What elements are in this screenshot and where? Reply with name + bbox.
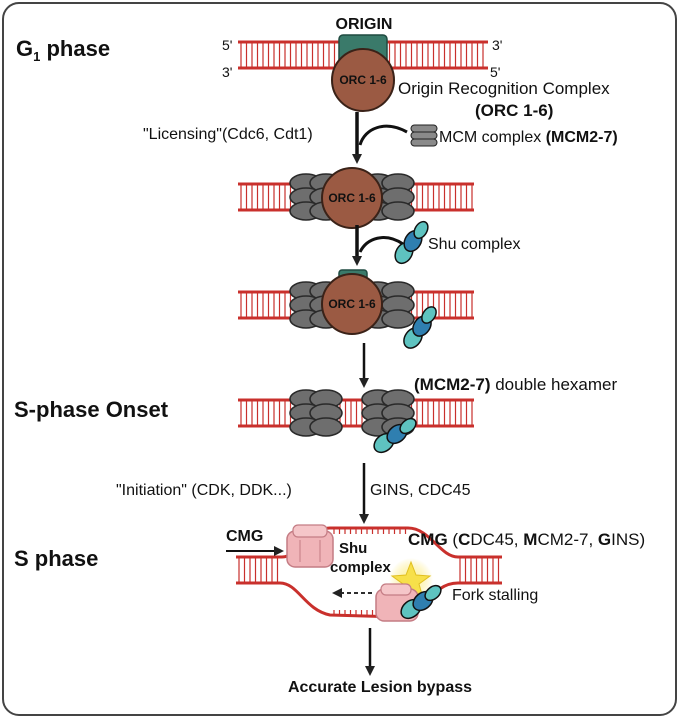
origin-title: ORIGIN — [336, 16, 393, 33]
orc-full-name: Origin Recognition Complex — [398, 79, 610, 98]
orc-label-2: ORC 1-6 — [328, 191, 376, 205]
double-hexamer-label: (MCM2-7) double hexamer — [414, 375, 617, 394]
mcm-subunit — [381, 309, 415, 329]
cmg-description: CMG (CDC45, MCM2-7, GINS) — [408, 530, 645, 549]
orc-label-1: ORC 1-6 — [339, 73, 387, 87]
initiation-label: "Initiation" (CDK, DDK...) — [116, 482, 292, 499]
orc-label-3: ORC 1-6 — [328, 297, 376, 311]
licensing-label: "Licensing"(Cdc6, Cdt1) — [143, 126, 313, 143]
shu-complex-bubble-line1: Shu — [339, 540, 367, 557]
five-prime-right: 5' — [490, 64, 500, 80]
shu-complex-bound-2 — [373, 417, 417, 454]
s-phase-onset-label: S-phase Onset — [14, 397, 169, 422]
shu-complex-fork — [400, 584, 442, 620]
curved-arrow-shu — [358, 236, 404, 253]
onset-dna-strands — [238, 398, 474, 428]
mcm-subunit — [381, 201, 415, 221]
orc-complex-3 — [321, 273, 383, 335]
s-phase-label: S phase — [14, 546, 98, 571]
mcm-icon-small — [410, 124, 438, 147]
orc-complex-1 — [331, 48, 395, 112]
cmg-left-label: CMG — [226, 528, 263, 545]
mcm-complex-label: MCM complex (MCM2-7) — [439, 129, 618, 146]
mcm-subunit — [309, 417, 343, 437]
shu-complex-bubble-line2: complex — [330, 559, 392, 576]
curved-arrow-mcm — [358, 124, 408, 146]
five-prime-left: 5' — [222, 37, 232, 53]
mcm-double-hexamer-3 — [289, 389, 415, 437]
g1-phase-label: G1 phase — [16, 36, 110, 64]
orc-abbrev: (ORC 1-6) — [475, 101, 553, 120]
outcome-label: Accurate Lesion bypass — [288, 679, 472, 696]
shu-complex-bound-1 — [403, 306, 437, 349]
three-prime-right: 3' — [492, 37, 502, 53]
shu-complex-label: Shu complex — [428, 236, 521, 253]
three-prime-left: 3' — [222, 64, 232, 80]
orc-complex-2 — [321, 167, 383, 229]
gins-cdc45-label: GINS, CDC45 — [370, 482, 471, 499]
shu-complex-icon — [394, 220, 429, 265]
fork-stalling-label: Fork stalling — [452, 587, 538, 604]
cmg-complex-1 — [286, 524, 334, 568]
